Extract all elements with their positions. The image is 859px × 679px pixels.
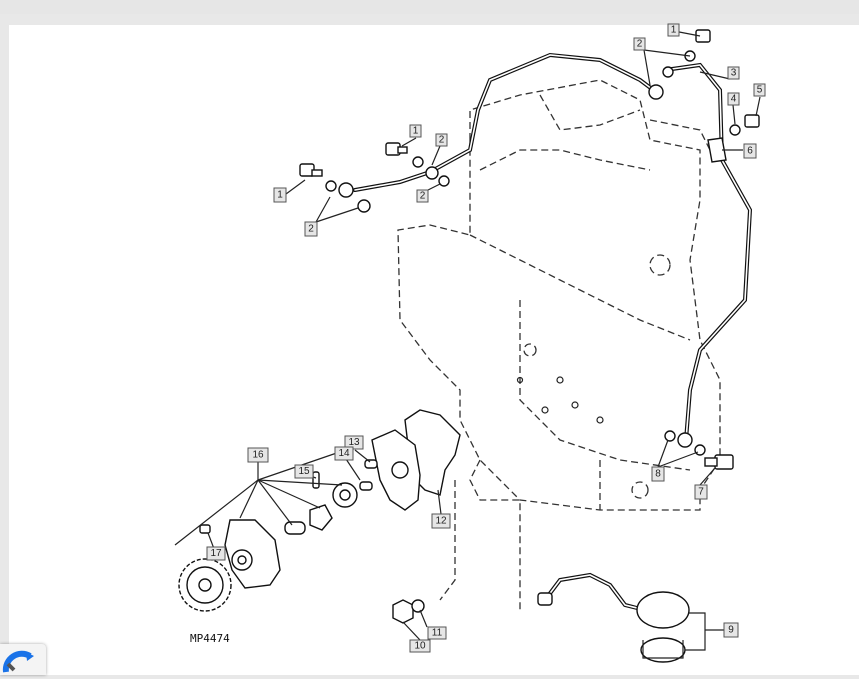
callout-3: 3 <box>727 66 740 80</box>
svg-text:4: 4 <box>731 94 737 105</box>
fittings <box>299 29 760 470</box>
svg-text:10: 10 <box>414 641 426 652</box>
callout-10: 10 <box>409 639 431 653</box>
svg-text:8: 8 <box>655 469 661 480</box>
top-bar <box>0 0 859 14</box>
callout-2c: 2 <box>416 189 429 203</box>
svg-text:1: 1 <box>413 126 419 137</box>
svg-text:1: 1 <box>277 190 283 201</box>
leader-lines <box>174 30 761 651</box>
svg-text:6: 6 <box>747 146 753 157</box>
callout-16: 16 <box>247 447 269 463</box>
svg-text:13: 13 <box>348 437 360 448</box>
callout-1c: 1 <box>273 187 287 203</box>
recaptcha-icon <box>2 650 34 673</box>
callout-12: 12 <box>431 513 451 529</box>
callout-11: 11 <box>427 626 447 640</box>
svg-text:12: 12 <box>435 516 447 527</box>
engine-block <box>397 79 721 610</box>
callout-2a: 2 <box>633 37 646 51</box>
svg-text:17: 17 <box>210 548 222 559</box>
callout-9: 9 <box>723 622 739 638</box>
callout-17: 17 <box>206 546 226 561</box>
callout-1a: 1 <box>667 23 680 37</box>
svg-text:11: 11 <box>432 628 443 639</box>
svg-text:5: 5 <box>757 85 763 96</box>
callout-1b: 1 <box>409 124 422 138</box>
callout-15: 15 <box>294 464 314 479</box>
recaptcha-badge[interactable] <box>0 644 46 675</box>
callout-5: 5 <box>753 83 766 97</box>
svg-text:7: 7 <box>698 487 704 498</box>
callout-4: 4 <box>727 92 740 106</box>
svg-text:1: 1 <box>671 25 677 36</box>
callout-6: 6 <box>743 143 757 159</box>
svg-text:15: 15 <box>298 466 310 477</box>
callout-13: 13 <box>344 435 364 450</box>
svg-text:3: 3 <box>731 68 737 79</box>
suction-assembly <box>392 572 690 663</box>
svg-text:2: 2 <box>439 135 445 146</box>
callout-7: 7 <box>694 484 708 500</box>
oil-lines <box>353 52 753 442</box>
svg-text:14: 14 <box>338 448 350 459</box>
callout-2b: 2 <box>435 133 448 147</box>
callout-8: 8 <box>651 466 665 482</box>
oil-pump-assembly <box>178 409 461 612</box>
svg-text:2: 2 <box>308 224 314 235</box>
callout-2d: 2 <box>304 221 318 237</box>
diagram-panel <box>9 25 859 675</box>
diagram-code-label: MP4474 <box>190 632 230 645</box>
svg-text:9: 9 <box>728 625 734 636</box>
callout-14: 14 <box>334 446 354 461</box>
svg-text:2: 2 <box>420 191 426 202</box>
svg-text:2: 2 <box>637 39 643 50</box>
svg-text:16: 16 <box>252 450 264 461</box>
